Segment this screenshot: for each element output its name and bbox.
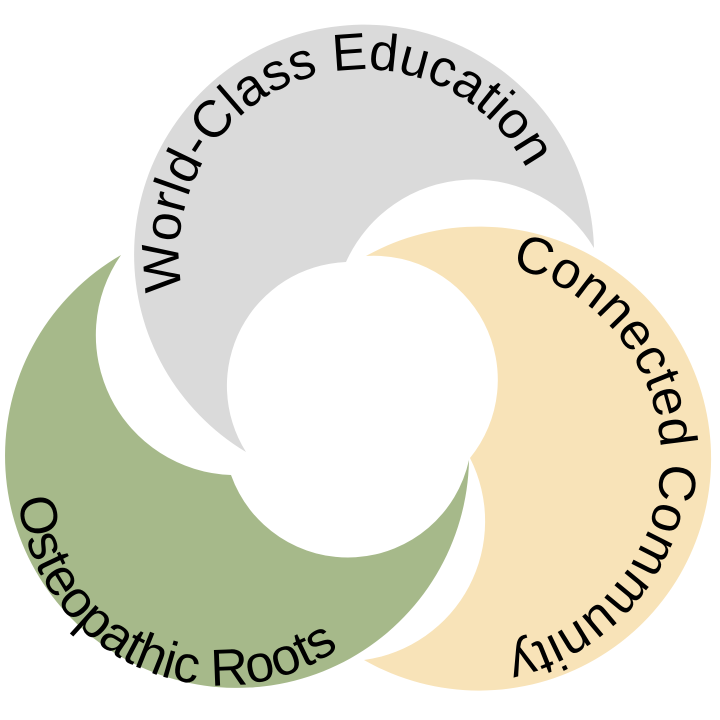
segment-osteopathic-roots-shape [5, 255, 469, 688]
segment-world-class-education-shape [134, 24, 594, 453]
segment-world-class-education [134, 24, 594, 453]
segment-connected-community-shape [364, 226, 712, 691]
segment-connected-community [364, 226, 712, 691]
segment-osteopathic-roots [5, 255, 469, 688]
